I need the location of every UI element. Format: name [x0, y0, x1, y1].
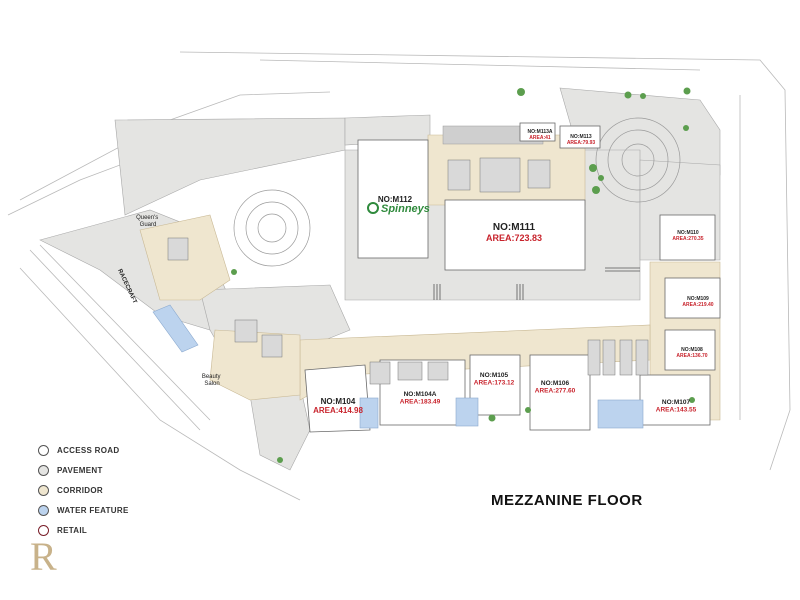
legend-item-pavement: PAVEMENT — [38, 460, 129, 480]
ramp-circles — [233, 117, 681, 267]
legend-label: PAVEMENT — [57, 465, 103, 475]
legend-label: CORRIDOR — [57, 485, 103, 495]
legend-label: WATER FEATURE — [57, 505, 129, 515]
unit-number: NO:M113A — [527, 129, 552, 135]
legend-item-access-road: ACCESS ROAD — [38, 440, 129, 460]
unit-area: AREA:277.60 — [535, 388, 576, 395]
unit-number: NO:M104A — [404, 391, 437, 398]
unit-shape-m112 — [357, 139, 429, 259]
trees — [231, 87, 695, 463]
unit-shape-m105 — [469, 354, 521, 416]
spinneys-logo: Spinneys — [367, 202, 430, 215]
retail-swatch-icon — [38, 524, 49, 536]
unit-labels: NO:M111AREA:723.83NO:M112NO:M113AAREA:41… — [313, 129, 714, 415]
unit-number: NO:M106 — [541, 380, 570, 387]
legend-item-corridor: CORRIDOR — [38, 480, 129, 500]
unit-number: NO:M108 — [681, 347, 703, 353]
water-feature-swatch-icon — [38, 504, 49, 516]
pavement-swatch-icon — [38, 464, 49, 476]
beauty-salon-line-2: Salon — [204, 381, 219, 387]
corridor-swatch-icon — [38, 484, 49, 496]
unit-number: NO:M110 — [677, 230, 699, 236]
legend-item-water-feature: WATER FEATURE — [38, 500, 129, 520]
unit-area: AREA:173.12 — [474, 380, 515, 387]
unit-area: AREA:219.40 — [682, 302, 713, 308]
water-feature-m104a — [455, 397, 479, 427]
unit-number: NO:M111 — [493, 222, 536, 233]
unit-area: AREA:136.70 — [676, 353, 707, 359]
unit-number: NO:M107 — [662, 399, 691, 406]
unit-number: NO:M113 — [570, 134, 592, 140]
unit-number: NO:M105 — [480, 372, 509, 379]
anchor-beauty-salon: Beauty Salon — [202, 374, 222, 387]
unit-shape-m111 — [444, 199, 586, 271]
access-road-swatch-icon — [38, 444, 49, 456]
unit-number: NO:M109 — [687, 296, 709, 302]
logo-letter: R — [30, 534, 57, 576]
unit-number: NO:M112 — [378, 195, 413, 204]
unit-area: AREA:79.93 — [567, 140, 596, 146]
site-outline — [7, 51, 791, 501]
developer-logo: R — [30, 534, 57, 576]
queens-guard-line-2: Guard — [140, 222, 157, 228]
unit-shape-m110 — [659, 214, 716, 261]
legend-label: ACCESS ROAD — [57, 445, 120, 455]
unit-shape-m113a — [519, 122, 556, 142]
crosswalks — [433, 267, 640, 300]
unit-shape-m104a — [379, 359, 466, 426]
legend-item-retail: RETAIL — [38, 520, 129, 540]
spinneys-mark-icon — [367, 202, 379, 214]
retail-units — [304, 122, 721, 433]
unit-shape-m104 — [304, 364, 371, 433]
unit-area: AREA:270.35 — [672, 236, 703, 242]
svg-text:Spinneys: Spinneys — [381, 203, 430, 215]
unit-area: AREA:183.49 — [400, 399, 441, 406]
unit-shape-m109 — [664, 277, 721, 319]
unit-shape-m107 — [639, 374, 711, 426]
unit-area: AREA:143.55 — [656, 407, 697, 414]
map-legend: ACCESS ROAD PAVEMENT CORRIDOR WATER FEAT… — [38, 440, 129, 540]
beauty-salon-line-1: Beauty — [202, 374, 221, 380]
floor-title: MEZZANINE FLOOR — [491, 492, 643, 509]
water-feature-west — [152, 304, 199, 353]
legend-label: RETAIL — [57, 525, 88, 535]
water-feature-m107 — [597, 399, 644, 429]
unit-shape-m108 — [664, 329, 716, 371]
unit-shape-m106 — [529, 354, 591, 431]
unit-area: AREA:414.98 — [313, 406, 363, 415]
water-feature-m104 — [359, 397, 379, 429]
queens-guard-line-1: Queen's — [136, 215, 158, 221]
unit-shape-m113 — [559, 125, 601, 149]
unit-area: AREA:723.83 — [486, 233, 542, 243]
interior-details — [167, 157, 649, 385]
unit-number: NO:M104 — [321, 397, 356, 406]
unit-label-m112[interactable]: NO:M112 — [378, 195, 413, 204]
anchor-queens-guard: Queen's Guard — [136, 215, 160, 228]
water-features — [152, 304, 644, 429]
unit-area: AREA:41 — [529, 135, 551, 141]
